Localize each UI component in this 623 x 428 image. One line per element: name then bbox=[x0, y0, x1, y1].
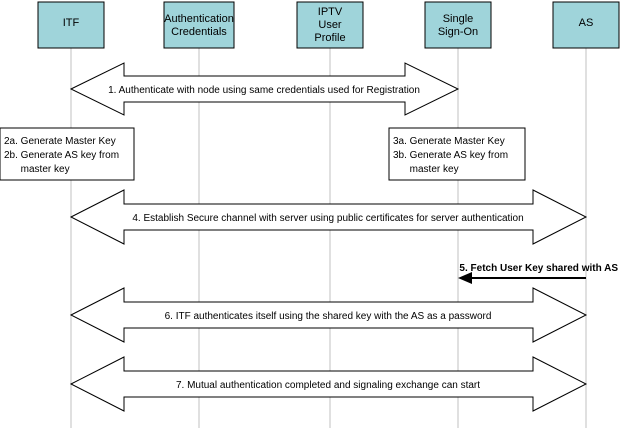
note-sso-line-2: 3b. Generate AS key from bbox=[393, 150, 508, 161]
message-7-arrow bbox=[69, 356, 588, 412]
entity-box-as bbox=[552, 1, 620, 49]
note-sso-line-1: 3a. Generate Master Key bbox=[393, 136, 505, 147]
message-4-label: 4. Establish Secure channel with server … bbox=[132, 213, 523, 224]
message-7: 7. Mutual authentication completed and s… bbox=[69, 356, 588, 412]
message-1-arrow bbox=[69, 62, 460, 116]
message-4: 4. Establish Secure channel with server … bbox=[69, 189, 588, 245]
message-5: 5. Fetch User Key shared with AS bbox=[458, 263, 618, 284]
message-7-label: 7. Mutual authentication completed and s… bbox=[176, 380, 480, 391]
note-sso-line-3: master key bbox=[393, 164, 459, 175]
entity-label-iptv-3: Profile bbox=[314, 32, 345, 44]
entity-label-itf: ITF bbox=[63, 17, 80, 29]
entity-label-sso-1: Single bbox=[443, 13, 474, 25]
entity-itf: ITF bbox=[37, 1, 105, 49]
entity-label-iptv-2: User bbox=[318, 19, 342, 31]
note-itf-line-2: 2b. Generate AS key from bbox=[4, 150, 119, 161]
entity-auth: Authentication Credentials bbox=[163, 1, 235, 49]
entity-as: AS bbox=[552, 1, 620, 49]
entity-label-sso-2: Sign-On bbox=[438, 26, 478, 38]
message-5-arrowhead bbox=[458, 272, 472, 284]
entity-label-auth-1: Authentication bbox=[164, 13, 234, 25]
entity-label-auth-2: Credentials bbox=[171, 26, 227, 38]
note-box-itf bbox=[0, 127, 135, 181]
entity-box-sso bbox=[424, 1, 492, 49]
message-4-arrow bbox=[69, 189, 588, 245]
lifelines bbox=[70, 48, 587, 428]
entity-iptv: IPTV User Profile bbox=[296, 1, 364, 49]
note-itf-line-1: 2a. Generate Master Key bbox=[4, 136, 116, 147]
entity-box-iptv bbox=[296, 1, 364, 49]
message-1: 1. Authenticate with node using same cre… bbox=[69, 62, 460, 116]
note-itf: 2a. Generate Master Key 2b. Generate AS … bbox=[0, 127, 135, 181]
note-box-sso bbox=[388, 127, 526, 181]
entity-sso: Single Sign-On bbox=[424, 1, 492, 49]
note-sso: 3a. Generate Master Key 3b. Generate AS … bbox=[388, 127, 526, 181]
message-6: 6. ITF authenticates itself using the sh… bbox=[69, 287, 588, 343]
entity-box-auth bbox=[163, 1, 235, 49]
entity-label-iptv-1: IPTV bbox=[318, 6, 343, 18]
message-6-arrow bbox=[69, 287, 588, 343]
message-1-label: 1. Authenticate with node using same cre… bbox=[108, 85, 420, 96]
message-5-label: 5. Fetch User Key shared with AS bbox=[459, 263, 618, 274]
note-itf-line-3: master key bbox=[4, 164, 70, 175]
entity-box-itf bbox=[37, 1, 105, 49]
entity-label-as: AS bbox=[579, 17, 594, 29]
message-6-label: 6. ITF authenticates itself using the sh… bbox=[165, 311, 492, 322]
